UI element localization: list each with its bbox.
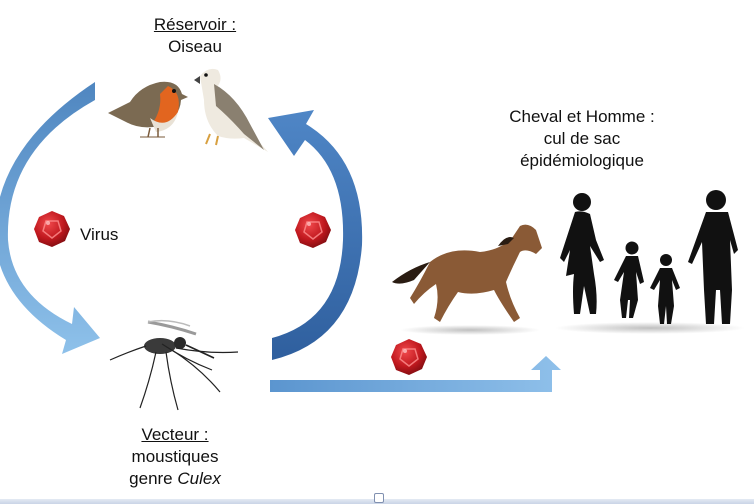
- vector-label: Vecteur : moustiques genre Culex: [90, 424, 260, 490]
- virus-particle-icon: [391, 339, 427, 375]
- virus-particle-icon: [295, 212, 331, 248]
- vector-line3: genre Culex: [90, 468, 260, 490]
- reservoir-label: Réservoir : Oiseau: [120, 14, 270, 58]
- horse-icon: [392, 224, 542, 335]
- dead-end-line2: cul de sac: [543, 129, 621, 148]
- transmission-arrow: [270, 356, 561, 392]
- vector-genus: Culex: [177, 469, 221, 488]
- vector-line2: moustiques: [131, 447, 219, 466]
- reservoir-subtitle: Oiseau: [168, 37, 222, 56]
- right-cycle-arrow: [268, 110, 363, 360]
- dead-end-hosts-label: Cheval et Homme : cul de sac épidémiolog…: [482, 106, 682, 172]
- vector-title: Vecteur :: [141, 425, 209, 444]
- virus-label: Virus: [80, 225, 119, 244]
- virus-particle-icon: [34, 211, 70, 247]
- reservoir-title: Réservoir :: [153, 15, 237, 34]
- human-family-icon: [555, 190, 745, 334]
- resize-handle[interactable]: [374, 493, 384, 503]
- dead-end-line1: Cheval et Homme :: [509, 107, 655, 126]
- robin-bird-icon: [108, 81, 188, 138]
- dead-end-line3: épidémiologique: [520, 151, 644, 170]
- vector-line3-prefix: genre: [129, 469, 178, 488]
- left-cycle-arrow: [0, 82, 100, 354]
- falcon-bird-icon: [194, 68, 268, 152]
- mosquito-icon: [109, 319, 239, 411]
